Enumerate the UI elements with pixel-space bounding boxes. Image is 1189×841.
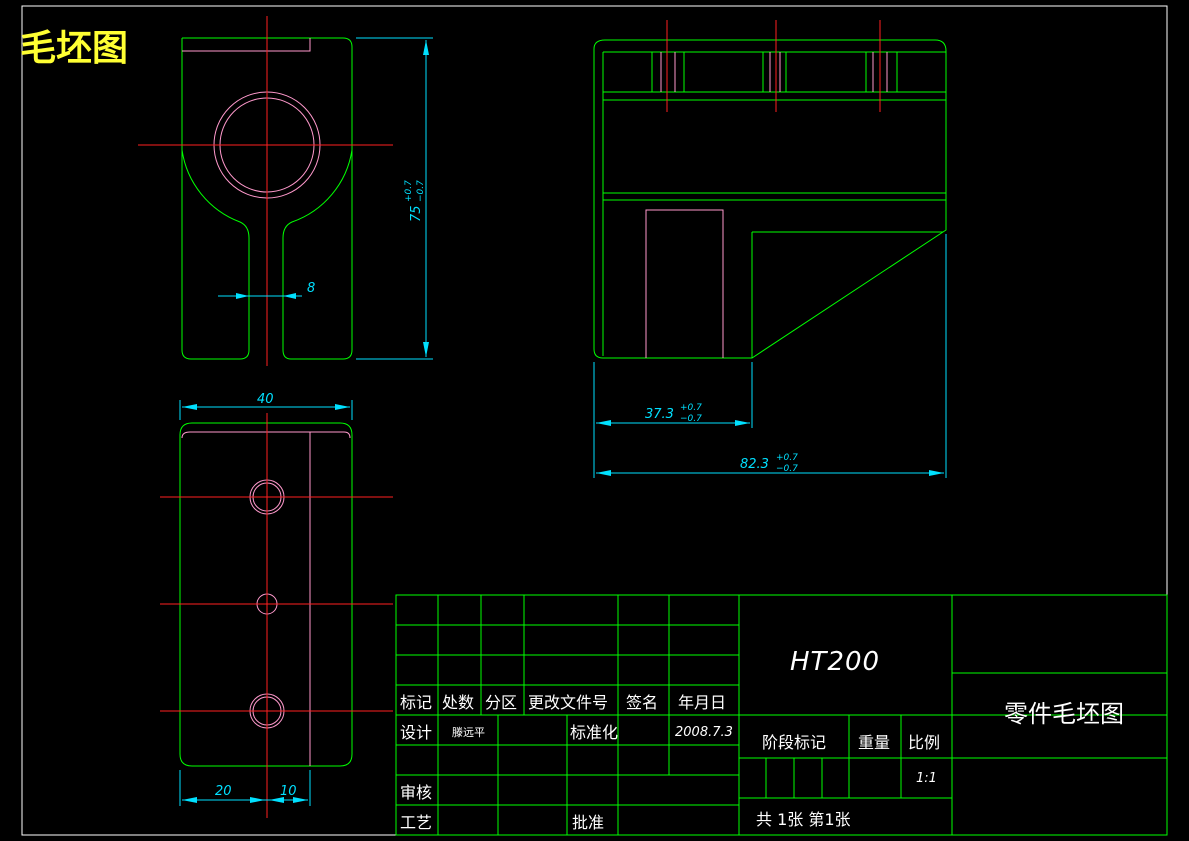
svg-text:标准化: 标准化 [570,723,618,742]
sheet-count: 共 1张 第1张 [756,810,851,829]
drawing-date: 2008.7.3 [675,725,733,740]
svg-text:+0.7: +0.7 [776,453,798,463]
front-outline-right [182,37,353,360]
svg-text:−0.7: −0.7 [776,464,798,474]
front-outline-left [181,38,250,360]
svg-text:审核: 审核 [400,783,432,802]
front-top-hidden [182,38,311,52]
title-block: 标记 处数 分区 更改文件号 签名 年月日 设计 滕远平 标准化 2008.7.… [395,594,1168,836]
svg-text:重量: 重量 [858,733,890,752]
svg-text:−0.7: −0.7 [680,414,702,424]
dim-20: 20 [215,784,232,799]
part-title: 零件毛坯图 [1004,700,1124,728]
scale-value: 1:1 [916,771,937,786]
svg-text:批准: 批准 [572,813,604,832]
side-outline [593,39,947,359]
side-view [593,20,947,359]
svg-text:更改文件号: 更改文件号 [528,693,608,712]
top-view [160,413,393,818]
dim-75: 75 [409,205,424,222]
material: HT200 [790,647,880,677]
dim-40: 40 [257,392,274,407]
svg-text:设计: 设计 [400,723,432,742]
svg-text:处数: 处数 [442,693,474,712]
top-outline [179,422,353,767]
svg-text:+0.7: +0.7 [404,180,414,202]
top-dimensions: 40 20 10 [179,392,353,806]
dim-37-3: 37.3 [645,407,674,422]
dim-10: 10 [280,784,297,799]
front-view [138,16,393,366]
dim-82-3: 82.3 [740,457,769,472]
drawing-title: 毛坯图 [20,28,128,69]
svg-text:比例: 比例 [908,733,940,752]
svg-text:年月日: 年月日 [678,693,726,712]
svg-text:工艺: 工艺 [400,813,432,832]
dim-8: 8 [307,281,315,296]
svg-text:签名: 签名 [626,693,658,712]
side-dimensions: 37.3 +0.7 −0.7 82.3 +0.7 −0.7 [593,234,947,478]
svg-text:标记: 标记 [400,693,432,712]
designer-name: 滕远平 [452,725,485,739]
side-hidden-slot [645,209,724,358]
svg-text:+0.7: +0.7 [680,403,702,413]
svg-text:−0.7: −0.7 [416,180,426,202]
svg-text:阶段标记: 阶段标记 [762,733,826,752]
front-dimensions: 75 +0.7 −0.7 8 [218,37,433,360]
svg-text:分区: 分区 [485,693,517,712]
